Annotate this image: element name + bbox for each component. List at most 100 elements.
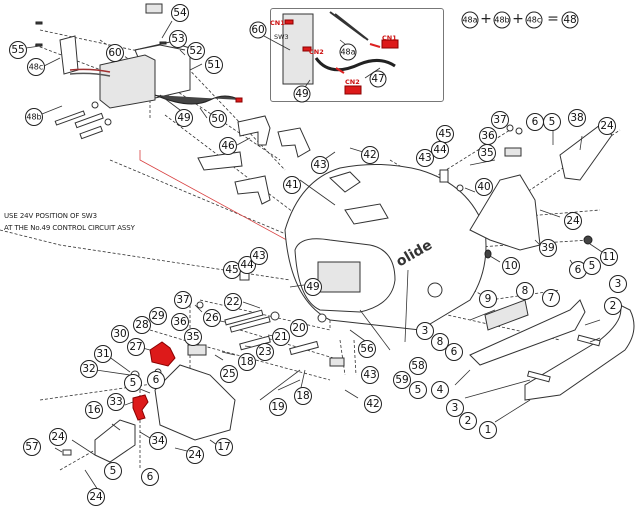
callout-label: 5 bbox=[130, 377, 137, 389]
callout-label: 20 bbox=[292, 322, 305, 334]
cover-port bbox=[427, 282, 443, 298]
callout-label: 37 bbox=[493, 114, 506, 126]
callout-circle bbox=[215, 438, 233, 456]
callout-35: 35 bbox=[184, 328, 202, 346]
callout-label: 43 bbox=[418, 152, 431, 164]
callout-45: 45 bbox=[223, 261, 241, 279]
inset-callout-47: 47 bbox=[371, 73, 384, 85]
control-board-60 bbox=[99, 54, 156, 109]
callout-10: 10 bbox=[502, 257, 520, 275]
callout-label: 57 bbox=[25, 441, 38, 453]
callout-circle bbox=[175, 109, 193, 127]
callout-33: 33 bbox=[107, 393, 125, 411]
callout-circle bbox=[25, 108, 43, 126]
seal-20 bbox=[270, 311, 280, 321]
callout-circle bbox=[104, 462, 122, 480]
callout-circle bbox=[311, 156, 329, 174]
callout-label: 5 bbox=[110, 465, 117, 477]
callout-circle bbox=[205, 56, 223, 74]
callout-label: 43 bbox=[313, 159, 326, 171]
callout-label: 48c bbox=[29, 63, 44, 72]
callout-label: 49 bbox=[306, 281, 319, 293]
callout-40: 40 bbox=[475, 178, 493, 196]
callout-circle bbox=[304, 278, 322, 296]
note-line-2: AT THE No.49 CONTROL CIRCUIT ASSY bbox=[4, 224, 135, 232]
callout-label: 44 bbox=[240, 259, 254, 271]
inset-cn2-label: CN2 bbox=[309, 48, 324, 56]
callout-label: 24 bbox=[51, 431, 65, 443]
callout-42: 42 bbox=[364, 395, 382, 413]
callout-label: 6 bbox=[153, 374, 160, 386]
callout-7: 7 bbox=[542, 289, 560, 307]
callout-label: 53 bbox=[171, 33, 184, 45]
callout-label: 27 bbox=[129, 341, 142, 353]
callout-23: 23 bbox=[256, 343, 274, 361]
callout-11: 11 bbox=[600, 248, 618, 266]
callout-circle bbox=[445, 343, 463, 361]
callout-label: 41 bbox=[285, 179, 298, 191]
callout-circle bbox=[224, 293, 242, 311]
callout-label: 50 bbox=[211, 113, 224, 125]
callout-circle bbox=[516, 282, 534, 300]
callout-circle bbox=[149, 432, 167, 450]
callout-circle bbox=[431, 141, 449, 159]
eq-callout-48a bbox=[461, 11, 479, 29]
callout-label: 18 bbox=[240, 356, 253, 368]
callout-label: 36 bbox=[481, 130, 495, 142]
eq-label-48c: 48c bbox=[527, 16, 542, 25]
callout-label: 49 bbox=[177, 112, 190, 124]
callout-label: 23 bbox=[258, 346, 271, 358]
callout-label: 24 bbox=[600, 120, 614, 132]
callout-label: 58 bbox=[411, 360, 424, 372]
wire-bundle-2 bbox=[69, 72, 111, 77]
callout-5: 5 bbox=[104, 462, 122, 480]
wire-bundle bbox=[69, 68, 111, 73]
callout-48b: 48b bbox=[25, 108, 43, 126]
callout-46: 46 bbox=[219, 137, 237, 155]
callout-circle bbox=[238, 256, 256, 274]
callout-22: 22 bbox=[224, 293, 242, 311]
callout-21: 21 bbox=[272, 328, 290, 346]
callout-49: 49 bbox=[175, 109, 193, 127]
callout-circle bbox=[431, 333, 449, 351]
callout-8: 8 bbox=[516, 282, 534, 300]
callout-circle bbox=[256, 343, 274, 361]
callout-circle bbox=[171, 313, 189, 331]
callout-label: 34 bbox=[151, 435, 165, 447]
callout-8: 8 bbox=[431, 333, 449, 351]
callout-label: 8 bbox=[437, 336, 444, 348]
callout-label: 9 bbox=[485, 293, 492, 305]
actuator-27-highlight bbox=[149, 341, 176, 367]
callout-label: 55 bbox=[11, 44, 24, 56]
inset-cn1-label: CN1 bbox=[270, 19, 285, 27]
callout-circle bbox=[416, 322, 434, 340]
cover-52-edge bbox=[134, 44, 186, 51]
callout-35: 35 bbox=[478, 144, 496, 162]
callout-label: 39 bbox=[541, 242, 554, 254]
cover-window bbox=[344, 203, 389, 225]
callout-6: 6 bbox=[445, 343, 463, 361]
callout-39: 39 bbox=[539, 239, 557, 257]
callout-circle bbox=[219, 137, 237, 155]
callout-circle bbox=[564, 212, 582, 230]
callout-label: 33 bbox=[109, 396, 122, 408]
callout-44: 44 bbox=[238, 256, 256, 274]
inset-cn1-plug-label: CN1 bbox=[382, 34, 397, 42]
eq-label-48a: 48a bbox=[462, 16, 477, 25]
cover-handle bbox=[329, 171, 361, 193]
block-35b bbox=[187, 344, 207, 356]
handle-assembly bbox=[439, 124, 613, 259]
callout-circle bbox=[186, 446, 204, 464]
callout-circle bbox=[169, 30, 187, 48]
eq-label-48: 48 bbox=[563, 14, 576, 26]
callout-3: 3 bbox=[446, 399, 464, 417]
bumper-plate bbox=[484, 299, 529, 331]
callout-circle bbox=[23, 438, 41, 456]
callout-5: 5 bbox=[409, 381, 427, 399]
eq-plus-1: + bbox=[480, 11, 492, 27]
callout-17: 17 bbox=[215, 438, 233, 456]
callout-36: 36 bbox=[171, 313, 189, 331]
note-line-1: USE 24V POSITION OF SW3 bbox=[4, 212, 97, 220]
callout-label: 3 bbox=[452, 402, 459, 414]
callout-label: 54 bbox=[173, 7, 187, 19]
